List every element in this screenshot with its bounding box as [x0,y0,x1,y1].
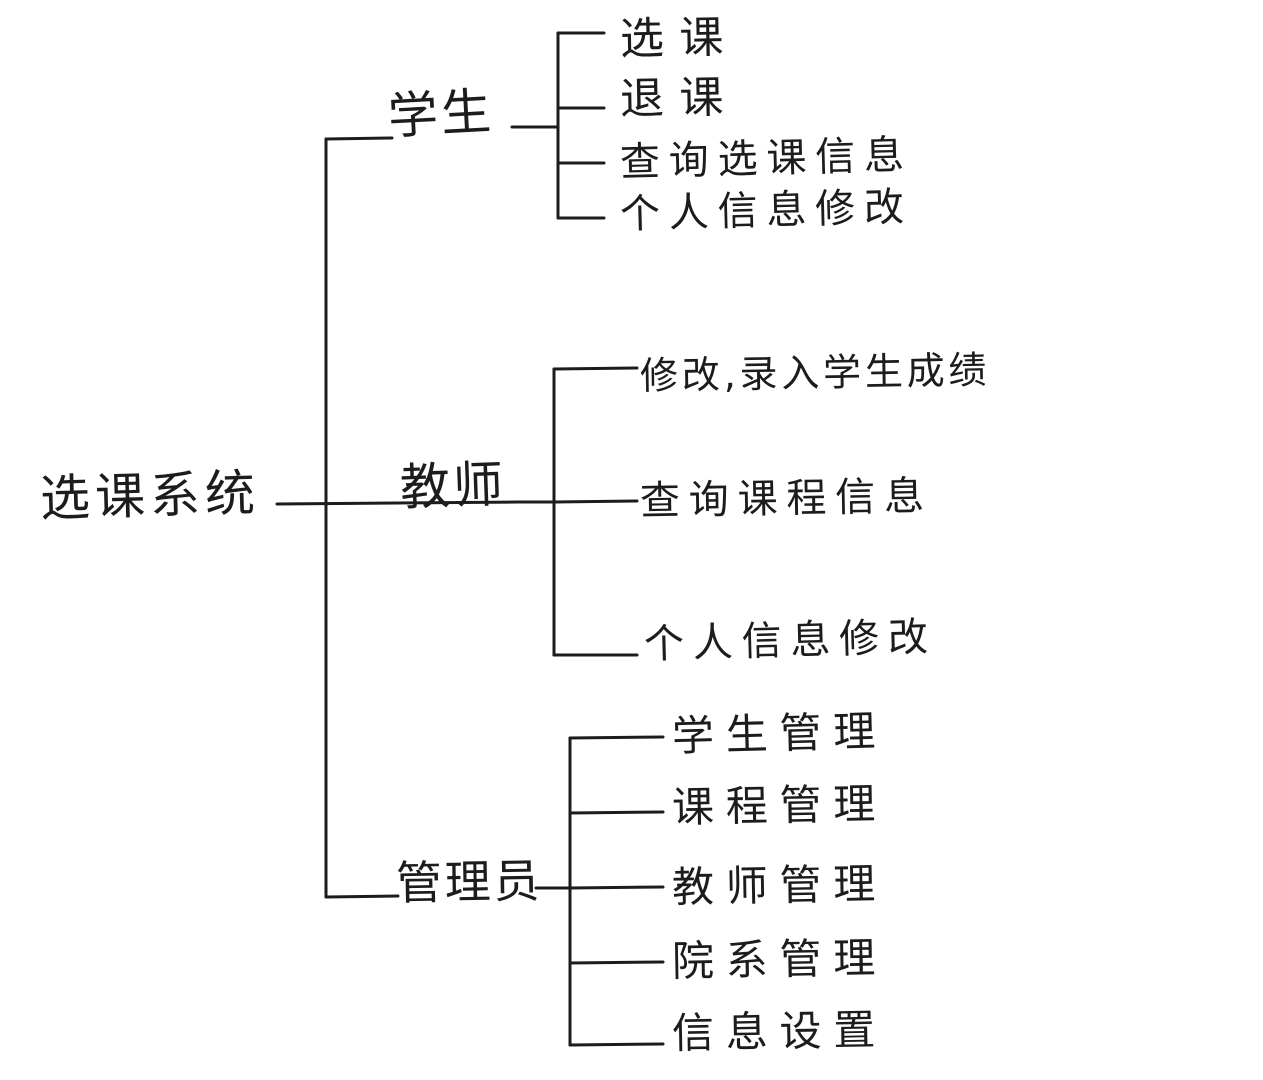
root-connector-line [275,500,519,506]
node-admin-leaf-course-mgmt: 课程管理 [671,779,888,832]
node-admin-leaf-teacher-mgmt: 教师管理 [671,859,888,912]
node-admin-leaf-info-settings: 信息设置 [671,1005,888,1058]
node-student-leaf-query-selection: 查询选课信息 [619,132,914,186]
node-root: 选课系统 [39,464,261,528]
node-teacher: 教师 [398,455,507,517]
connector-group [275,31,665,1047]
teacher-tick-1 [552,366,639,371]
node-admin: 管理员 [395,853,543,911]
node-student-leaf-edit-profile: 个人信息修改 [619,184,914,238]
admin-tick-4 [568,960,665,965]
node-student: 学生 [386,82,496,146]
teacher-tick-2 [552,499,639,504]
node-teacher-leaf-query-course-info: 查询课程信息 [639,473,934,525]
admin-tick-1 [568,735,665,740]
admin-branch-line [324,894,400,899]
node-teacher-leaf-edit-profile: 个人信息修改 [643,614,938,668]
admin-tick-2 [568,810,665,815]
admin-tick-3 [568,885,665,890]
student-branch-line [324,136,394,141]
node-admin-leaf-department-mgmt: 院系管理 [671,933,888,986]
node-teacher-leaf-edit-grades: 修改,录入学生成绩 [639,347,991,399]
node-student-leaf-drop-course: 退课 [619,71,740,126]
node-admin-leaf-student-mgmt: 学生管理 [671,706,888,761]
admin-tick-5 [568,1042,665,1047]
node-student-leaf-select-course: 选课 [619,11,740,66]
